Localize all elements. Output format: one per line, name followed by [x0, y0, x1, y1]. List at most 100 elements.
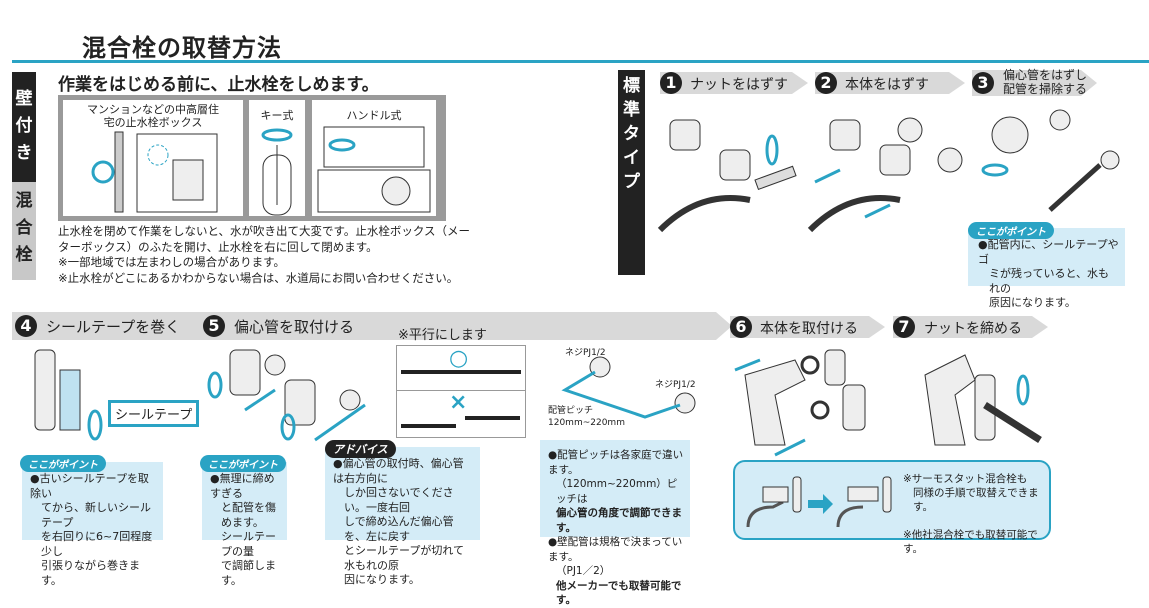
advice-box: ●偏心管の取付時、偏心管は右方向に しか回さないでください。一度右回 しで締め込… — [325, 447, 480, 586]
pre-heading: 作業をはじめる前に、止水栓をしめます。 — [58, 75, 379, 95]
page-title: 混合栓の取替方法 — [82, 34, 282, 62]
step-5-number: 5 — [203, 315, 225, 337]
panel-key-type: キー式 — [249, 100, 305, 216]
point-line: ●無理に締めすぎる — [210, 472, 275, 500]
step-4-point-label: ここがポイント — [20, 455, 106, 472]
thread-label-1: ネジPJ1/2 — [565, 348, 606, 358]
step-7-illustration — [924, 354, 1042, 446]
step-5-point-box: ●無理に締めすぎる と配管を傷めます。 シールテープの量 で調節します。 — [202, 462, 287, 587]
step-1-banner — [660, 72, 808, 94]
ok-mark: ○ — [449, 346, 469, 371]
note-line: ●壁配管は規格で決まっています。 — [548, 536, 683, 563]
step-6-label: 本体を取付ける — [760, 321, 858, 337]
steps-4-5-banner — [12, 312, 732, 340]
step-4-point-box: ●古いシールテープを取除い てから、新しいシールテープ を右回りに6~7回程度少… — [22, 462, 163, 587]
advice-line: 因になります。 — [344, 573, 420, 586]
valve-illustration-frame: マンションなどの中高層住宅の止水栓ボックス キー式 ハンドル式 — [58, 95, 446, 221]
key-valve-illustration — [261, 128, 293, 216]
pitch-note-box: ●配管ピッチは各家庭で違います。 （120mm~220mm）ピッチは 偏心管の角… — [540, 440, 690, 606]
panel-label: キー式 — [260, 109, 294, 122]
ok-bar — [401, 370, 521, 374]
seal-tape-callout: シールテープ — [108, 400, 200, 427]
note-line: （120mm~220mm）ピッチは — [556, 478, 678, 505]
step-1-label: ナットをはずす — [690, 77, 788, 93]
handle-valve-illustration — [317, 126, 431, 213]
step-6-banner — [730, 316, 885, 338]
note-line: 偏心管の角度で調節できます。 — [556, 507, 682, 534]
thermostat-note-text: ※サーモスタット混合栓も 同様の手順で取替えできます。 ※他社混合栓でも取替可能… — [903, 472, 1049, 556]
step-6-illustration — [734, 349, 866, 457]
step-2-banner — [815, 72, 965, 94]
point-line: てから、新しいシールテープ — [41, 501, 151, 529]
point-line: 引張りながら巻きます。 — [41, 559, 140, 587]
step-3-number: 3 — [972, 72, 994, 94]
panel-handle-type: ハンドル式 — [312, 100, 436, 216]
pitch-diagram — [561, 356, 696, 419]
divider — [397, 390, 525, 391]
point-line: ●配管内に、シールテープやゴ — [978, 238, 1119, 266]
note-line: ※他社混合栓でも取替可能です。 — [903, 529, 1038, 555]
step-7-banner — [893, 316, 1048, 338]
note-line: 同様の手順で取替えできます。 — [913, 487, 1039, 513]
side-label-mixer: 混合栓 — [12, 182, 36, 280]
paragraph-line: 止水栓を閉めて作業をしないと、水が吹き出て大変です。止水栓ボックス（メー — [58, 224, 471, 238]
advice-line: ●偏心管の取付時、偏心管は右方向に — [333, 457, 464, 485]
side-label-wall: 壁付き — [12, 72, 36, 182]
step-7-number: 7 — [893, 316, 915, 338]
step-7-label: ナットを締める — [924, 321, 1022, 337]
note-line: （PJ1／2） — [556, 565, 611, 577]
point-line: ●古いシールテープを取除い — [30, 472, 149, 500]
step-4-number: 4 — [15, 315, 37, 337]
parallel-diagram: ○ × — [396, 345, 526, 438]
point-line: ミが残っていると、水もれの — [989, 267, 1110, 295]
step-1-number: 1 — [660, 72, 682, 94]
advice-line: しで締め込んだ偏心管を、左に戻す — [344, 515, 454, 543]
step-1-illustration — [657, 119, 797, 233]
step-4-label: シールテープを巻く — [46, 318, 181, 336]
point-line: で調節します。 — [221, 559, 276, 587]
panel-label: ハンドル式 — [346, 109, 402, 122]
step-6-number: 6 — [730, 316, 752, 338]
ng-bar-left — [401, 424, 456, 428]
note-line: 他メーカーでも取替可能です。 — [556, 579, 682, 607]
title-rule — [12, 60, 1149, 63]
paragraph-line: ターボックス）のふたを開け、止水栓を右に回して閉めます。 — [58, 239, 378, 254]
point-line: と配管を傷めます。 — [221, 501, 276, 529]
point-line: 原因になります。 — [989, 296, 1076, 309]
step-3-label-line2: 配管を掃除する — [1003, 82, 1088, 96]
step-4-illustration — [34, 349, 103, 441]
ng-bar-right — [465, 416, 520, 420]
pitch-label-group: 配管ピッチ 120mm~220mm — [548, 405, 625, 429]
paragraph-line: ※一部地域では左まわしの場合があります。 — [58, 255, 285, 269]
meter-box-illustration — [91, 131, 218, 213]
pitch-label: 配管ピッチ — [548, 406, 594, 416]
step-5-illustration — [207, 349, 366, 442]
point-line: シールテープの量 — [221, 530, 276, 558]
ng-mark: × — [449, 390, 468, 415]
advice-label: アドバイス — [325, 440, 396, 458]
step-3-point-label: ここがポイント — [968, 222, 1054, 239]
step-5-point-label: ここがポイント — [200, 455, 286, 472]
point-line: を右回りに6~7回程度少し — [41, 530, 153, 558]
note-line: ※サーモスタット混合栓も — [903, 473, 1028, 485]
step-3-illustration — [981, 109, 1120, 212]
pre-paragraph: 止水栓を閉めて作業をしないと、水が吹き出て大変です。止水栓ボックス（メー ターボ… — [58, 224, 528, 286]
parallel-note: ※平行にします — [398, 328, 487, 343]
step-3-label: 偏心管をはずし配管を掃除する — [1003, 68, 1087, 96]
faucet-replacement-illustration — [746, 476, 892, 528]
step-5-label: 偏心管を取付ける — [234, 318, 355, 336]
step-2-number: 2 — [815, 72, 837, 94]
pitch-range: 120mm~220mm — [548, 418, 625, 428]
paragraph-line: ※止水栓がどこにあるかわからない場合は、水道局にお問い合わせください。 — [58, 270, 459, 285]
thread-label-2: ネジPJ1/2 — [655, 380, 696, 390]
step-3-label-line1: 偏心管をはずし — [1003, 68, 1088, 82]
step-2-label: 本体をはずす — [845, 77, 929, 93]
step-2-illustration — [807, 117, 963, 233]
panel-meter-box: マンションなどの中高層住宅の止水栓ボックス — [63, 100, 243, 216]
panel-label: マンションなどの中高層住宅の止水栓ボックス — [87, 103, 219, 129]
advice-line: とシールテープが切れて水もれの原 — [344, 544, 465, 572]
note-line: ●配管ピッチは各家庭で違います。 — [548, 449, 684, 476]
thermostat-note-box: ※サーモスタット混合栓も 同様の手順で取替えできます。 ※他社混合栓でも取替可能… — [733, 460, 1051, 555]
standard-type-label: 標準タイプ — [618, 70, 645, 275]
advice-line: しか回さないでください。一度右回 — [344, 486, 454, 514]
